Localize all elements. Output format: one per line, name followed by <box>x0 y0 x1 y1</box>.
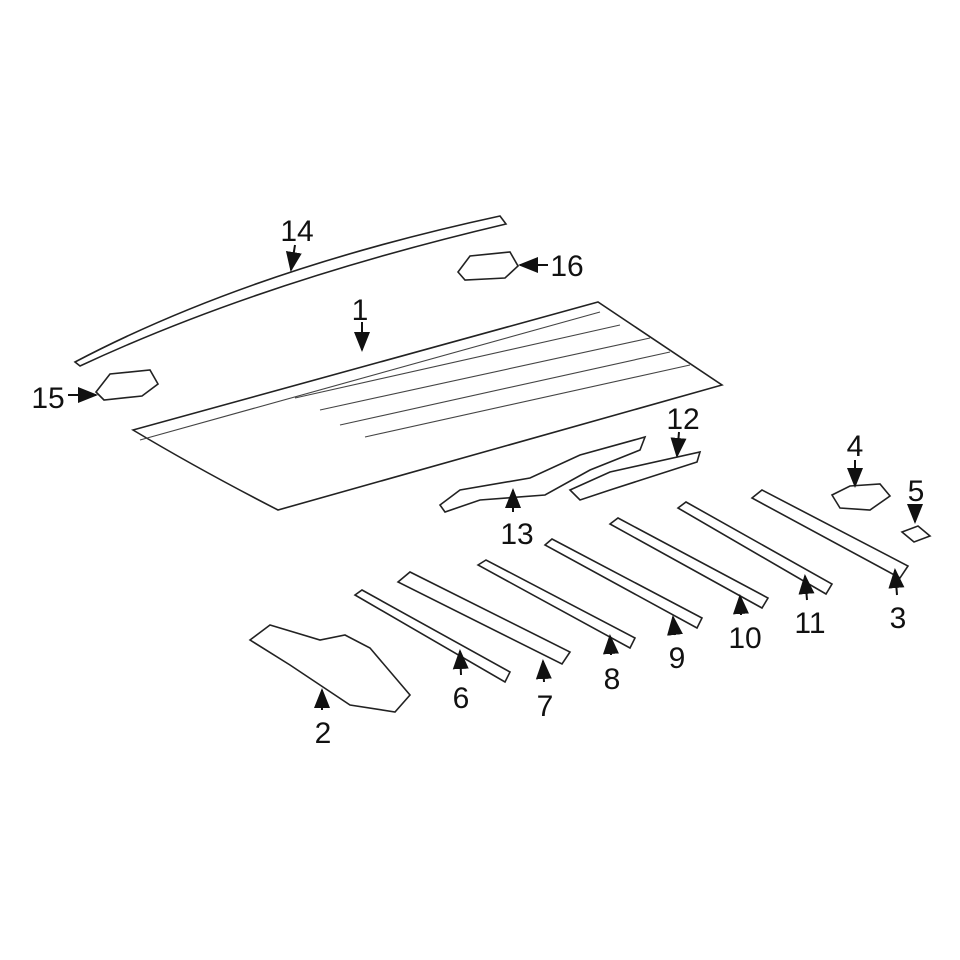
callout-10: 10 <box>728 622 761 655</box>
part-clip-4 <box>830 483 892 511</box>
part-bow-3 <box>750 489 910 580</box>
callout-11: 11 <box>794 607 825 640</box>
part-bow-10 <box>608 517 770 610</box>
callout-13: 13 <box>500 518 533 551</box>
part-clip-5 <box>900 525 932 543</box>
callout-14: 14 <box>280 215 313 248</box>
callout-12: 12 <box>666 403 699 436</box>
part-rail-12 <box>568 450 702 501</box>
callout-7: 7 <box>537 690 554 723</box>
callout-2: 2 <box>315 717 332 750</box>
part-header-2 <box>248 624 412 713</box>
callout-9: 9 <box>669 642 686 675</box>
part-roof-molding <box>73 215 508 367</box>
callout-5: 5 <box>908 475 925 508</box>
callout-6: 6 <box>453 682 470 715</box>
part-rail-13 <box>438 435 647 513</box>
callout-4: 4 <box>847 430 864 463</box>
leader-arrows <box>68 244 923 710</box>
callout-8: 8 <box>604 663 621 696</box>
part-bow-11 <box>676 501 834 596</box>
part-bracket-front <box>94 369 160 401</box>
callout-3: 3 <box>890 602 907 635</box>
part-bracket-rear <box>456 251 520 281</box>
callout-15: 15 <box>31 382 64 415</box>
callout-16: 16 <box>550 250 583 283</box>
part-bow-8 <box>476 559 637 650</box>
callout-1: 1 <box>352 294 369 327</box>
part-bow-9 <box>543 538 704 630</box>
part-bow-7 <box>396 571 572 666</box>
